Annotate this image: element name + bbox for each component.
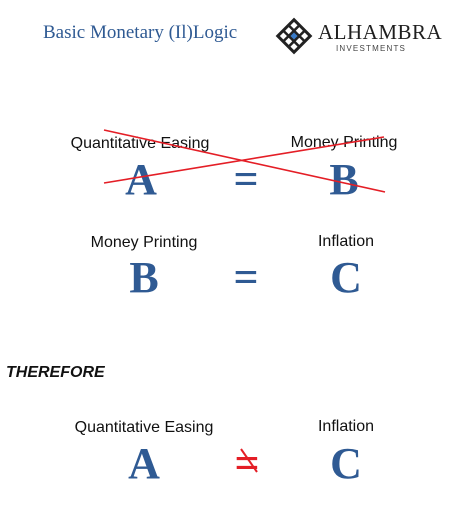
row1-right-letter: B [329,155,359,204]
row3-left-letter: A [128,439,160,488]
row3-operator: = [234,439,260,488]
diamond-lattice-icon [275,17,313,55]
row2-operator: = [233,253,259,302]
row3-right-letter: C [330,439,362,488]
row2-left-letter: B [129,253,159,302]
row1-right-label: Money Printing [290,134,398,151]
row3-operator-strike [240,448,258,473]
row1-left-letter: A [125,155,157,204]
row1-operator: = [233,155,259,204]
row3-right-label: Inflation [317,418,375,435]
logo-subtitle: INVESTMENTS [336,44,407,53]
row1-strike-line-a [103,129,386,193]
row1-strike-line-b [103,136,385,184]
row3-left-label: Quantitative Easing [74,419,214,436]
page-title: Basic Monetary (Il)Logic [43,22,238,43]
alhambra-logo: ALHAMBRA INVESTMENTS [274,14,444,58]
row1-left-label: Quantitative Easing [70,135,210,152]
row2-right-label: Inflation [317,233,375,250]
logo-name: ALHAMBRA [318,20,443,44]
row2-left-label: Money Printing [90,234,198,251]
row2-right-letter: C [330,253,362,302]
conclusion-word: THEREFORE [6,364,105,381]
